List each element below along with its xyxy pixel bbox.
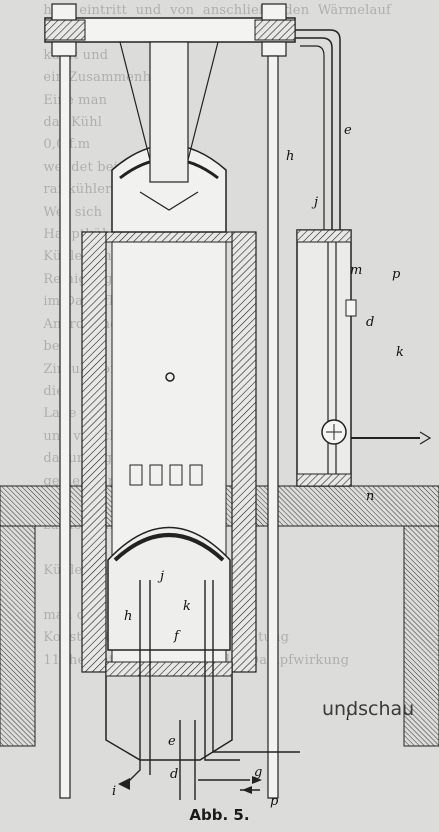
cooling-pipe-h	[300, 45, 325, 270]
label-n: n	[366, 489, 374, 504]
label-e-bot: e	[168, 734, 176, 749]
tie-rods	[59, 55, 279, 799]
label-l: l	[346, 709, 350, 724]
cooling-pipe-e	[295, 29, 341, 240]
label-i: i	[112, 784, 116, 799]
upper-piston	[111, 41, 227, 233]
label-j-bot: j	[157, 569, 164, 584]
figure-caption: Abb. 5.	[189, 806, 250, 824]
label-p-top: p	[392, 267, 401, 282]
label-k-top: k	[396, 345, 404, 360]
cooling-ports	[129, 464, 203, 486]
label-j-top: j	[311, 195, 318, 210]
label-k-bot: k	[183, 599, 191, 614]
section-heading-fragment: undschau	[322, 698, 415, 720]
flow-arrows	[118, 776, 262, 794]
top-flange	[44, 3, 296, 57]
label-h-bot: h	[124, 609, 132, 624]
label-h-top: h	[286, 149, 294, 164]
label-m: m	[350, 263, 362, 278]
label-g: g	[254, 765, 262, 780]
gudgeon-pin	[165, 372, 175, 382]
lower-piping	[124, 580, 300, 800]
label-f: f	[173, 629, 181, 644]
lower-piston	[107, 526, 231, 651]
label-e-top: e	[344, 123, 352, 138]
label-d-top: d	[366, 315, 374, 330]
label-p-bot: p	[270, 794, 279, 809]
oil-cooler-box	[296, 229, 432, 487]
lower-casing	[105, 661, 233, 761]
label-d-bot: d	[170, 767, 178, 782]
